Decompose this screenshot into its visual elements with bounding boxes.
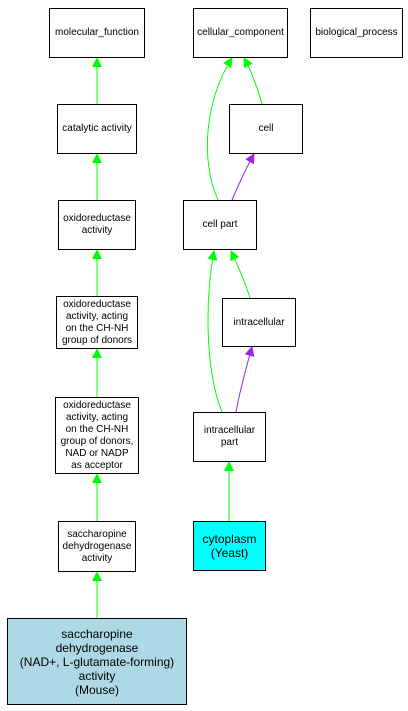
node-saccharopine-mouse[interactable]: saccharopine dehydrogenase (NAD+, L-glut… [7,618,187,705]
node-oxidoreductase-activity[interactable]: oxidoreductase activity [58,200,136,250]
edge-intracellularpart-to-intracellular [235,346,255,413]
node-label: catalytic activity [62,123,132,134]
node-intracellular[interactable]: intracellular [222,298,296,347]
node-label: oxidoreductase activity, acting on the C… [60,399,134,471]
node-oxidoreductase-chnh[interactable]: oxidoreductase activity, acting on the C… [56,296,138,349]
edge-cellpart-to-cell [231,153,255,201]
node-label: cytoplasm (Yeast) [202,532,257,560]
node-label: intracellular [233,316,285,328]
node-label: cellular_component [197,27,284,38]
node-cytoplasm-yeast[interactable]: cytoplasm (Yeast) [193,521,266,571]
node-label: intracellular part [203,425,256,448]
node-label: molecular_function [55,27,139,38]
edge-cell-to-cellularcomponent [243,57,263,105]
node-label: saccharopine dehydrogenase (NAD+, L-glut… [19,626,175,697]
node-catalytic-activity[interactable]: catalytic activity [57,104,137,154]
node-cell-part[interactable]: cell part [183,200,257,250]
node-intracellular-part[interactable]: intracellular part [193,412,266,462]
node-saccharopine-dehydrogenase[interactable]: saccharopine dehydrogenase activity [58,521,136,572]
node-oxidoreductase-nad[interactable]: oxidoreductase activity, acting on the C… [55,397,139,474]
node-cellular-component[interactable]: cellular_component [193,8,288,58]
node-label: oxidoreductase activity, acting on the C… [61,298,133,346]
node-label: biological_process [315,27,398,38]
node-label: cell part [202,219,238,230]
node-label: oxidoreductase activity [63,213,131,236]
node-cell[interactable]: cell [229,104,303,154]
edge-intracellularpart-to-cellpart [207,250,223,413]
edge-cellpart-to-cellularcomponent [206,57,233,201]
edge-intracellular-to-cellpart [230,250,251,299]
node-molecular-function[interactable]: molecular_function [49,8,145,58]
node-label: cell [258,123,274,134]
node-label: saccharopine dehydrogenase activity [62,528,132,564]
node-biological-process[interactable]: biological_process [310,8,403,58]
